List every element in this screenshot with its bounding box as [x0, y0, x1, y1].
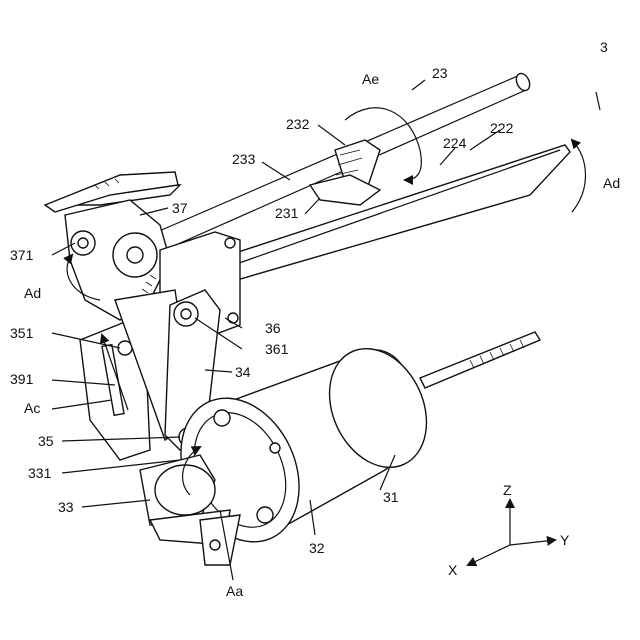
label-34: 34: [235, 364, 251, 380]
label-361: 361: [265, 341, 289, 357]
label-331: 331: [28, 465, 52, 481]
label-3: 3: [600, 39, 608, 55]
labels: 3 23 Ae 232 222 224 233 Ad 231 37 371 Ad…: [10, 39, 620, 599]
label-36: 36: [265, 320, 281, 336]
label-Ac: Ac: [24, 400, 40, 416]
axis-label-Z: Z: [503, 482, 512, 498]
label-37: 37: [172, 200, 188, 216]
motor-shaft: [420, 332, 540, 388]
label-231: 231: [275, 205, 299, 221]
label-224: 224: [443, 135, 467, 151]
axis-label-X: X: [448, 562, 458, 578]
label-23: 23: [432, 65, 448, 81]
label-351: 351: [10, 325, 34, 341]
label-233: 233: [232, 151, 256, 167]
label-232: 232: [286, 116, 310, 132]
label-371: 371: [10, 247, 34, 263]
label-Ad-left: Ad: [24, 285, 41, 301]
label-Ad-right: Ad: [603, 175, 620, 191]
cam-232: [310, 140, 380, 205]
label-Ae: Ae: [362, 71, 379, 87]
label-33: 33: [58, 499, 74, 515]
coordinate-axes: [468, 500, 555, 565]
label-35: 35: [38, 433, 54, 449]
label-31: 31: [383, 489, 399, 505]
label-222: 222: [490, 120, 514, 136]
axis-label-Y: Y: [560, 532, 570, 548]
label-391: 391: [10, 371, 34, 387]
plate-222: [220, 145, 570, 282]
label-Aa: Aa: [226, 583, 243, 599]
label-32: 32: [309, 540, 325, 556]
